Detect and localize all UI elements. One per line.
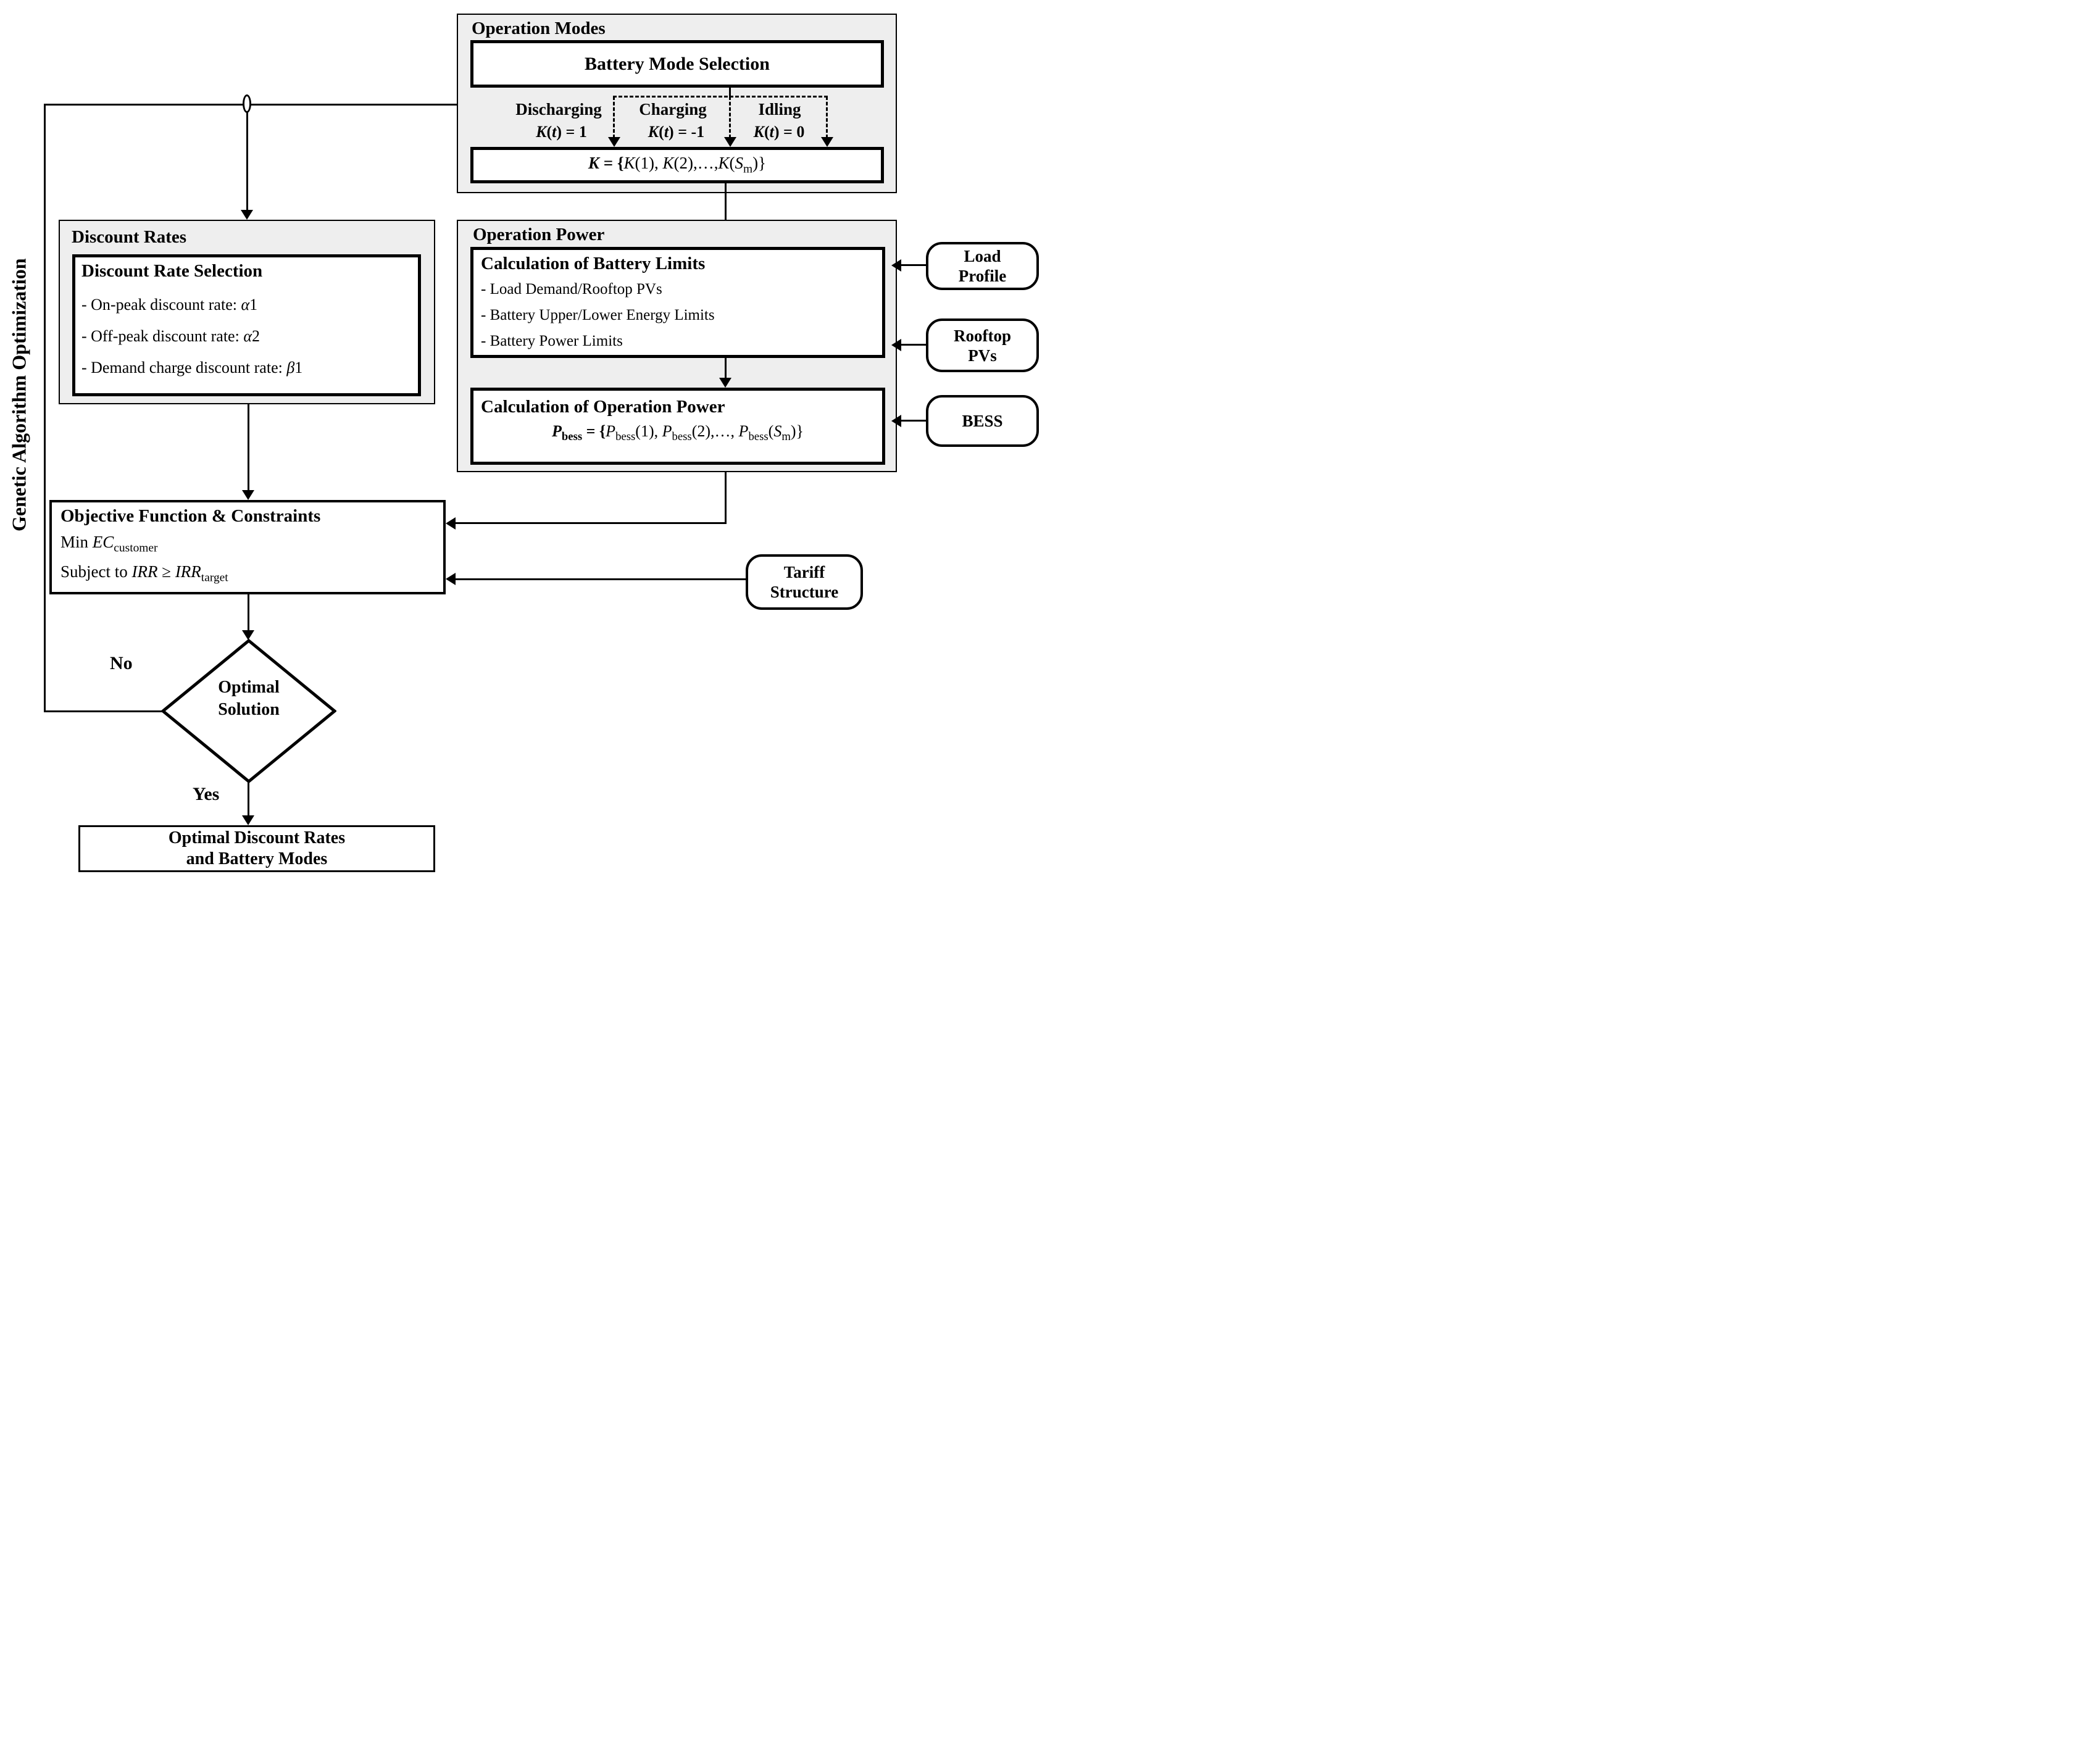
rooftop-pvs-line — [900, 344, 927, 346]
battery-limits-item-2: - Battery Upper/Lower Energy Limits — [481, 307, 715, 323]
arrow-tariff-into-objective — [446, 573, 456, 585]
mode-value-idling: K(t) = 0 — [753, 123, 805, 141]
arrow-mode-3 — [821, 137, 833, 147]
load-profile-line2: Profile — [958, 267, 1007, 285]
battery-limits-item-1: - Load Demand/Rooftop PVs — [481, 281, 662, 298]
mode-dashed-horizontal — [613, 96, 828, 98]
objective-function-title: Objective Function & Constraints — [60, 506, 321, 526]
tariff-structure-node: Tariff Structure — [746, 554, 863, 610]
objective-function-box: Objective Function & Constraints Min ECc… — [49, 500, 446, 594]
decision-to-result-line — [248, 782, 249, 817]
mode-value-charging: K(t) = -1 — [648, 123, 705, 141]
genetic-algorithm-optimization-label: Genetic Algorithm Optimization — [7, 258, 30, 532]
mode-label-idling: Idling — [758, 100, 801, 119]
power-to-objective-hline — [454, 522, 727, 524]
load-profile-line — [900, 264, 927, 266]
arrow-into-result — [242, 815, 254, 825]
mode-label-charging: Charging — [639, 100, 707, 119]
discount-rate-item-3: - Demand charge discount rate: β1 — [81, 359, 303, 377]
k-set-box: K = {K(1), K(2),…,K(Sm)} — [470, 147, 884, 183]
decision-label-line2: Solution — [218, 700, 280, 719]
flowchart-canvas: Genetic Algorithm Optimization Operation… — [0, 0, 1050, 874]
rooftop-pvs-node: Rooftop PVs — [926, 318, 1039, 372]
arrow-load-profile — [891, 259, 901, 272]
no-label: No — [110, 653, 133, 673]
discount-rate-item-2: - Off-peak discount rate: α2 — [81, 327, 260, 345]
mode-dashed-vertical-2 — [729, 96, 731, 138]
k-set-formula: K = {K(1), K(2),…,K(Sm)} — [588, 154, 767, 176]
mode-dashed-vertical-1 — [613, 96, 615, 138]
tariff-to-objective-line — [454, 578, 746, 580]
loop-junction-circle — [243, 94, 251, 113]
battery-mode-selection-label: Battery Mode Selection — [585, 53, 770, 74]
power-to-objective-vline — [725, 472, 727, 524]
operation-modes-title: Operation Modes — [472, 19, 606, 38]
battery-limits-box: Calculation of Battery Limits - Load Dem… — [470, 247, 885, 358]
arrow-power-into-objective — [446, 517, 456, 530]
arrow-rooftop-pvs — [891, 339, 901, 351]
mode-dashed-vertical-3 — [826, 96, 828, 138]
battery-limits-title: Calculation of Battery Limits — [481, 254, 706, 273]
result-line1: Optimal Discount Rates — [168, 828, 346, 847]
decision-diamond-shape — [161, 639, 336, 783]
yes-label: Yes — [193, 784, 220, 804]
modes-to-limits-line — [725, 183, 727, 238]
objective-line-1: Min ECcustomer — [60, 533, 158, 555]
mode-value-discharging: K(t) = 1 — [536, 123, 587, 141]
arrow-mode-1 — [608, 137, 620, 147]
operation-power-title: Operation Power — [473, 225, 605, 244]
objective-line-2: Subject to IRR ≥ IRRtarget — [60, 562, 228, 585]
discount-rate-selection-box: Discount Rate Selection - On-peak discou… — [72, 254, 421, 396]
objective-to-decision-line — [248, 594, 249, 631]
bess-line — [900, 420, 927, 422]
pbess-formula: Pbess = {Pbess(1), Pbess(2),…, Pbess(Sm)… — [551, 422, 804, 444]
decision-label-line1: Optimal — [218, 678, 280, 697]
no-branch-line — [44, 710, 164, 712]
tariff-line1: Tariff — [783, 563, 825, 581]
operation-power-calc-box: Calculation of Operation Power Pbess = {… — [470, 388, 885, 465]
load-profile-line1: Load — [964, 247, 1001, 265]
discount-rate-item-1: - On-peak discount rate: α1 — [81, 296, 258, 314]
arrow-into-operation-power-calc — [719, 378, 731, 388]
arrow-bess — [891, 415, 901, 427]
loop-to-discount-rates-line — [246, 111, 248, 211]
battery-limits-item-3: - Battery Power Limits — [481, 333, 623, 349]
mode-selector-stub-line — [729, 88, 731, 96]
bess-node: BESS — [926, 395, 1039, 447]
result-box: Optimal Discount Rates and Battery Modes — [78, 825, 435, 872]
arrow-into-discount-rates — [241, 210, 253, 220]
rates-to-objective-line — [248, 404, 249, 491]
discount-rates-title: Discount Rates — [72, 227, 187, 247]
arrow-mode-2 — [724, 137, 736, 147]
result-line2: and Battery Modes — [186, 849, 328, 868]
arrow-into-decision — [242, 630, 254, 640]
battery-mode-selection-box: Battery Mode Selection — [470, 40, 884, 88]
ga-loop-left-line — [44, 104, 46, 712]
tariff-line2: Structure — [770, 583, 839, 601]
load-profile-node: Load Profile — [926, 242, 1039, 290]
rooftop-pvs-line1: Rooftop — [954, 326, 1011, 345]
rooftop-pvs-line2: PVs — [968, 346, 997, 365]
bess-line1: BESS — [962, 412, 1003, 430]
arrow-into-objective — [242, 490, 254, 500]
operation-power-calc-title: Calculation of Operation Power — [481, 397, 725, 417]
mode-label-discharging: Discharging — [515, 100, 602, 119]
decision-label: Optimal Solution — [161, 676, 336, 721]
discount-rate-selection-title: Discount Rate Selection — [81, 261, 263, 281]
limits-to-power-line — [725, 358, 727, 379]
